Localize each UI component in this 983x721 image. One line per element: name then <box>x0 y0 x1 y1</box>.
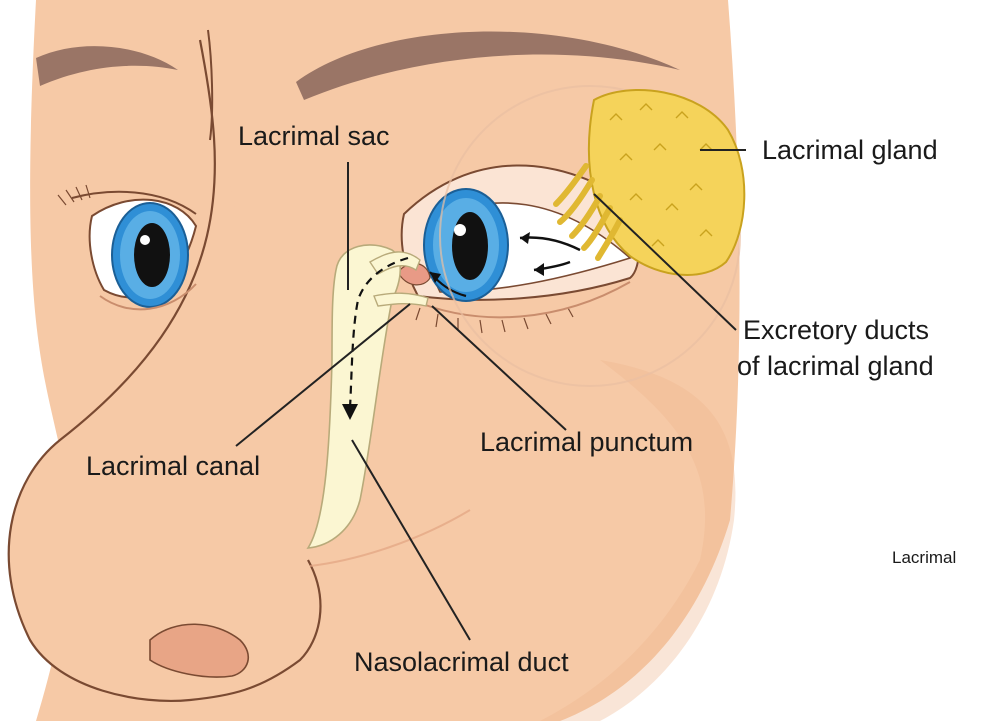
label-excretory-ducts-line2: of lacrimal gland <box>737 350 934 382</box>
label-excretory-ducts-line1: Excretory ducts <box>743 314 929 346</box>
label-lacrimal-canal: Lacrimal canal <box>86 450 260 482</box>
label-nasolacrimal-duct: Nasolacrimal duct <box>354 646 569 678</box>
label-lacrimal-sac: Lacrimal sac <box>238 120 390 152</box>
label-lacrimal-gland: Lacrimal gland <box>762 134 938 166</box>
label-lacrimal-punctum: Lacrimal punctum <box>480 426 693 458</box>
caption-text: Lacrimal <box>892 548 956 568</box>
